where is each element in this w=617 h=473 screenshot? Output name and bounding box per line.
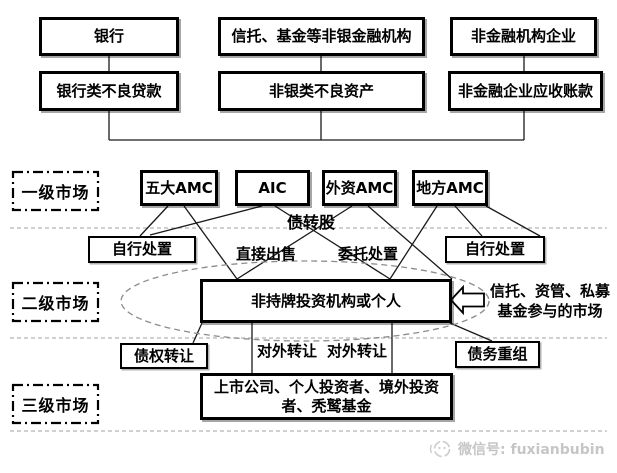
secondary-market-ellipse xyxy=(120,260,490,342)
box-foreign-amc: 外资AMC xyxy=(322,170,397,206)
tertiary-investors-line2: 者、秃鹫基金 xyxy=(281,396,372,415)
box-local-amc: 地方AMC xyxy=(412,170,488,206)
box-enterprise-receivables: 非金融企业应收账款 xyxy=(448,71,603,111)
label-entrusted-disposal: 委托处置 xyxy=(338,245,399,263)
box-nonbank-npa: 非银类不良资产 xyxy=(218,71,425,111)
label-secondary-market: 二级市场 xyxy=(21,294,90,313)
side-note: 信托、资管、私募 基金参与的市场 xyxy=(486,281,614,321)
label-external-transfer-2: 对外转让 xyxy=(327,342,388,360)
label-primary-market: 一级市场 xyxy=(21,183,90,202)
box-tertiary-investors: 上市公司、个人投资者、境外投资 者、秃鹫基金 xyxy=(200,373,453,420)
wechat-mascot-icon xyxy=(429,440,451,458)
box-unlicensed-investors: 非持牌投资机构或个人 xyxy=(200,279,452,323)
side-note-line2: 基金参与的市场 xyxy=(497,302,603,320)
left-block-arrow-icon xyxy=(449,284,485,316)
box-aic: AIC xyxy=(235,170,310,206)
wechat-id-label: 微信号: fuxianbubin xyxy=(458,442,605,458)
box-big5-amc: 五大AMC xyxy=(140,170,218,206)
label-tertiary-market: 三级市场 xyxy=(21,396,90,415)
box-nonfinancial-enterprise: 非金融机构企业 xyxy=(450,17,597,56)
box-nonbank-financial: 信托、基金等非银金融机构 xyxy=(218,17,425,56)
side-note-line1: 信托、资管、私募 xyxy=(489,282,610,300)
box-bank-npl: 银行类不良贷款 xyxy=(39,71,179,111)
wechat-footer: 微信号: fuxianbubin xyxy=(428,439,605,459)
box-creditor-transfer: 债权转让 xyxy=(120,343,208,369)
box-self-disposal-left: 自行处置 xyxy=(88,236,196,263)
label-direct-sale: 直接出售 xyxy=(236,245,297,263)
box-bank: 银行 xyxy=(39,17,179,56)
box-self-disposal-right: 自行处置 xyxy=(445,236,545,263)
label-debt-to-equity: 债转股 xyxy=(287,213,336,232)
label-external-transfer-1: 对外转让 xyxy=(257,342,318,360)
tertiary-investors-line1: 上市公司、个人投资者、境外投资 xyxy=(213,377,439,396)
box-debt-restructuring: 债务重组 xyxy=(455,341,540,368)
